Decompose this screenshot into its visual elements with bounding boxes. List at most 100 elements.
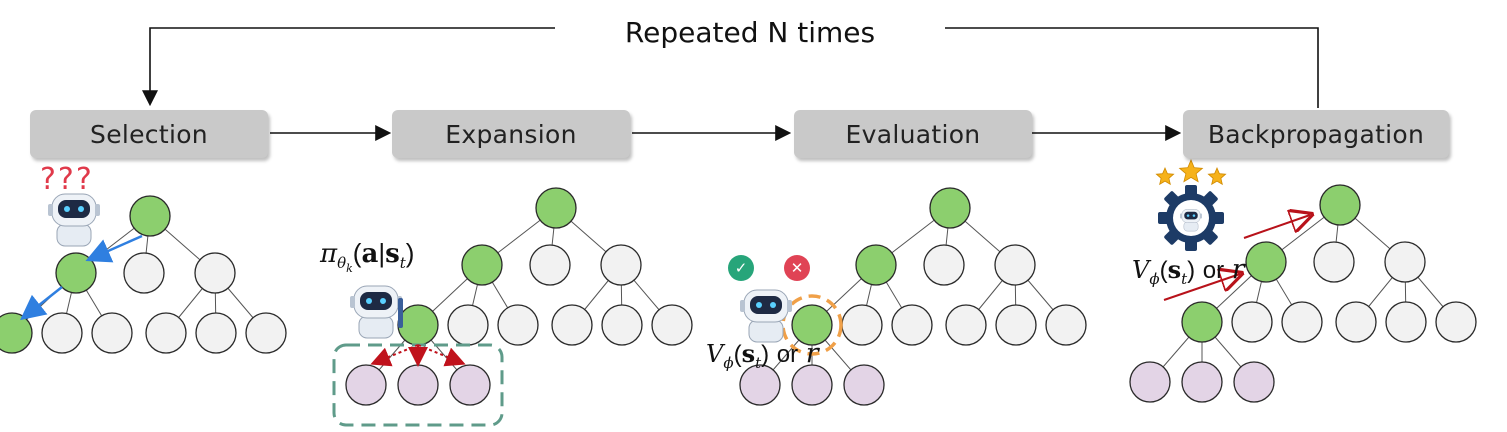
expansion-new-node-0 bbox=[345, 364, 387, 406]
loop-connector-right bbox=[945, 27, 1319, 108]
backprop-new-node-2 bbox=[1233, 361, 1275, 403]
back-arg-s: s bbox=[1167, 255, 1182, 284]
expansion-leaf-node-4 bbox=[601, 304, 643, 346]
back-or: or bbox=[1202, 257, 1225, 284]
evaluation-root-node bbox=[929, 187, 971, 229]
back-v-sub: ϕ bbox=[1149, 269, 1160, 288]
trees-layer bbox=[0, 184, 1477, 406]
gear-robot-icon-eye-right bbox=[1192, 214, 1196, 217]
expansion-leaf-node-3 bbox=[551, 304, 593, 346]
evaluation-new-node-1 bbox=[791, 364, 833, 406]
selection-leaf-node-1 bbox=[41, 312, 83, 354]
back-v-symbol: V bbox=[1132, 256, 1150, 284]
gear-robot-icon-ear-right bbox=[1199, 213, 1202, 219]
evaluation-new-node-0 bbox=[739, 364, 781, 406]
eval-v-symbol: V bbox=[706, 340, 724, 368]
backprop-mid-node-1 bbox=[1313, 241, 1355, 283]
backprop-mid-node-0 bbox=[1245, 241, 1287, 283]
expansion-mid-node-2 bbox=[600, 244, 642, 286]
robot-selection-icon-ear-left bbox=[48, 204, 53, 216]
backprop-leaf-node-5 bbox=[1435, 301, 1477, 343]
gear-robot-icon-body bbox=[1183, 221, 1199, 232]
evaluation-mid-node-0 bbox=[855, 244, 897, 286]
robot-evaluation-icon-eye-right bbox=[770, 302, 776, 308]
eval-arg-s: s bbox=[741, 339, 756, 368]
expansion-leaf-node-0 bbox=[397, 304, 439, 346]
star-icon-left bbox=[1155, 166, 1175, 186]
selection-root-node bbox=[129, 195, 171, 237]
selection-arrow-2 bbox=[20, 286, 63, 321]
expansion-arrow-0 bbox=[370, 344, 419, 367]
robot-expansion-icon-ear-left bbox=[350, 296, 355, 308]
robot-expansion-icon-visor bbox=[360, 292, 392, 310]
gear-robot-icon-eye-left bbox=[1186, 214, 1190, 217]
selection-leaf-node-2 bbox=[91, 312, 133, 354]
selection-mid-node-2 bbox=[194, 252, 236, 294]
evaluation-leaf-node-3 bbox=[945, 304, 987, 346]
robot-expansion-icon-body bbox=[358, 315, 394, 339]
selection-mid-node-0 bbox=[55, 252, 97, 294]
backprop-arrow-1 bbox=[1163, 274, 1240, 301]
expansion-root-node bbox=[535, 187, 577, 229]
eval-or: or bbox=[776, 341, 799, 368]
value-formula-eval: Vϕ(st) or r bbox=[706, 338, 819, 372]
evaluation-leaf-node-4 bbox=[995, 304, 1037, 346]
loop-connector-left bbox=[142, 27, 555, 107]
robot-selection-icon bbox=[48, 193, 100, 247]
robot-evaluation-icon-eye-left bbox=[756, 302, 762, 308]
check-icon bbox=[728, 255, 754, 281]
policy-bar: | bbox=[378, 238, 386, 268]
backprop-root-node bbox=[1319, 184, 1361, 226]
policy-symbol: π bbox=[320, 239, 338, 269]
selection-arrow-1 bbox=[85, 234, 143, 263]
policy-arg-t: t bbox=[399, 254, 406, 273]
robot-evaluation-icon bbox=[740, 289, 792, 343]
cross-icon-glyph: ✕ bbox=[791, 259, 804, 277]
robot-expansion-icon bbox=[350, 285, 403, 339]
cross-icon bbox=[784, 255, 810, 281]
evaluation-mid-node-2 bbox=[994, 244, 1036, 286]
star-icon-center bbox=[1178, 158, 1204, 183]
back-arg-t: t bbox=[1181, 269, 1188, 288]
backprop-leaf-node-2 bbox=[1281, 301, 1323, 343]
expansion-new-node-2 bbox=[449, 364, 491, 406]
gear-robot-icon bbox=[1180, 209, 1202, 232]
robot-evaluation-icon-ear-left bbox=[740, 300, 745, 312]
robot-expansion-icon-eye-right bbox=[380, 298, 386, 304]
robot-expansion-icon-eye-left bbox=[366, 298, 372, 304]
expansion-arrow-2 bbox=[417, 344, 466, 367]
gear-robot-icon-visor bbox=[1184, 211, 1198, 220]
robot-selection-icon-visor bbox=[58, 200, 90, 218]
backprop-mid-node-2 bbox=[1384, 241, 1426, 283]
backprop-arrow-2 bbox=[1243, 215, 1310, 239]
overlays-layer: ✓✕ bbox=[20, 158, 1310, 427]
expansion-new-node-1 bbox=[397, 364, 439, 406]
policy-subsub: k bbox=[346, 262, 353, 276]
expansion-leaf-node-2 bbox=[497, 304, 539, 346]
evaluation-leaf-node-1 bbox=[841, 304, 883, 346]
expansion-leaf-node-5 bbox=[651, 304, 693, 346]
robot-selection-icon-eye-right bbox=[78, 206, 84, 212]
loop-label: Repeated N times bbox=[560, 10, 940, 54]
policy-arg-s: s bbox=[385, 239, 400, 269]
back-reward: r bbox=[1231, 254, 1245, 285]
evaluation-mid-node-1 bbox=[923, 244, 965, 286]
backprop-leaf-node-4 bbox=[1385, 301, 1427, 343]
evaluation-leaf-node-0 bbox=[791, 304, 833, 346]
robot-selection-icon-ear-right bbox=[95, 204, 100, 216]
policy-formula: πθk(a|st) bbox=[320, 238, 415, 276]
policy-arg-a: a bbox=[361, 239, 379, 269]
backprop-new-node-1 bbox=[1181, 361, 1223, 403]
backprop-leaf-node-3 bbox=[1335, 301, 1377, 343]
evaluation-leaf-node-5 bbox=[1045, 304, 1087, 346]
check-icon-glyph: ✓ bbox=[735, 259, 748, 277]
stage-expansion: Expansion bbox=[392, 110, 630, 158]
stage-backpropagation: Backpropagation bbox=[1183, 110, 1449, 158]
policy-sub: θ bbox=[337, 254, 347, 273]
selection-mid-node-1 bbox=[123, 252, 165, 294]
eval-v-sub: ϕ bbox=[723, 353, 734, 372]
robot-selection-icon-body bbox=[56, 223, 92, 247]
expansion-mid-node-1 bbox=[529, 244, 571, 286]
backprop-leaf-node-1 bbox=[1231, 301, 1273, 343]
star-icon-right bbox=[1207, 166, 1227, 186]
